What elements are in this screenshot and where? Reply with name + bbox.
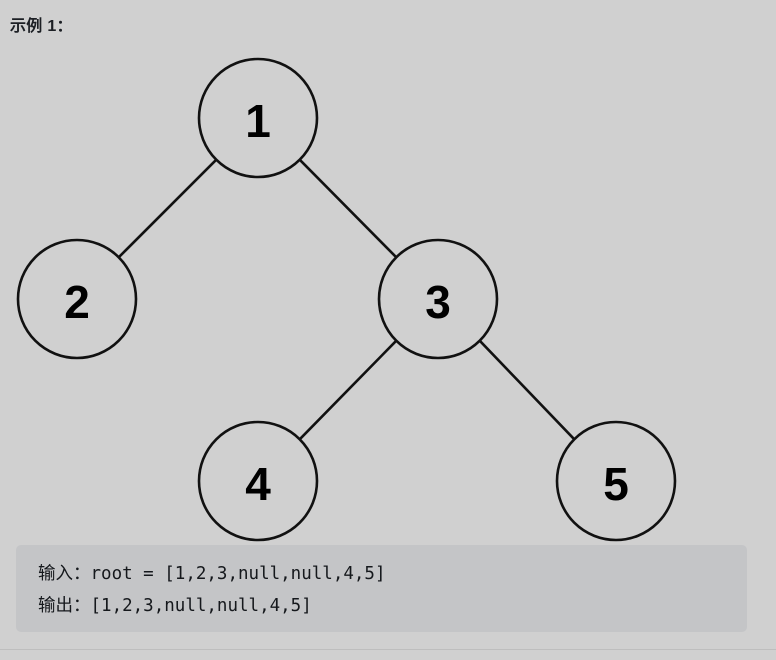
tree-node-5[interactable]: 5	[555, 420, 677, 542]
node-circle	[377, 238, 499, 360]
tree-node-3[interactable]: 3	[377, 238, 499, 360]
tree-edges	[117, 158, 576, 441]
edge-3-5	[478, 339, 576, 441]
node-circle	[16, 238, 138, 360]
node-label: 2	[64, 276, 90, 328]
edge-1-2	[117, 158, 218, 259]
tree-node-2[interactable]: 2	[16, 238, 138, 360]
node-label: 3	[425, 276, 451, 328]
node-circle	[197, 57, 319, 179]
node-label: 1	[245, 95, 271, 147]
binary-tree-svg: 1 2 3 4 5	[16, 57, 677, 542]
input-line: 输入：root = [1,2,3,null,null,4,5]	[38, 564, 386, 584]
tree-nodes: 1 2 3 4 5	[16, 57, 677, 542]
edge-3-4	[298, 339, 398, 441]
node-circle	[197, 420, 319, 542]
output-line: 输出：[1,2,3,null,null,4,5]	[38, 596, 312, 616]
binary-tree-figure: 1 2 3 4 5	[0, 44, 776, 544]
tree-node-1[interactable]: 1	[197, 57, 319, 179]
tree-node-4[interactable]: 4	[197, 420, 319, 542]
io-code-block: 输入：root = [1,2,3,null,null,4,5] 输出：[1,2,…	[16, 545, 747, 632]
node-label: 4	[245, 458, 271, 510]
edge-1-3	[298, 158, 398, 259]
node-circle	[555, 420, 677, 542]
bottom-divider	[0, 649, 776, 650]
node-label: 5	[603, 458, 629, 510]
page-title: 示例 1：	[10, 18, 73, 35]
